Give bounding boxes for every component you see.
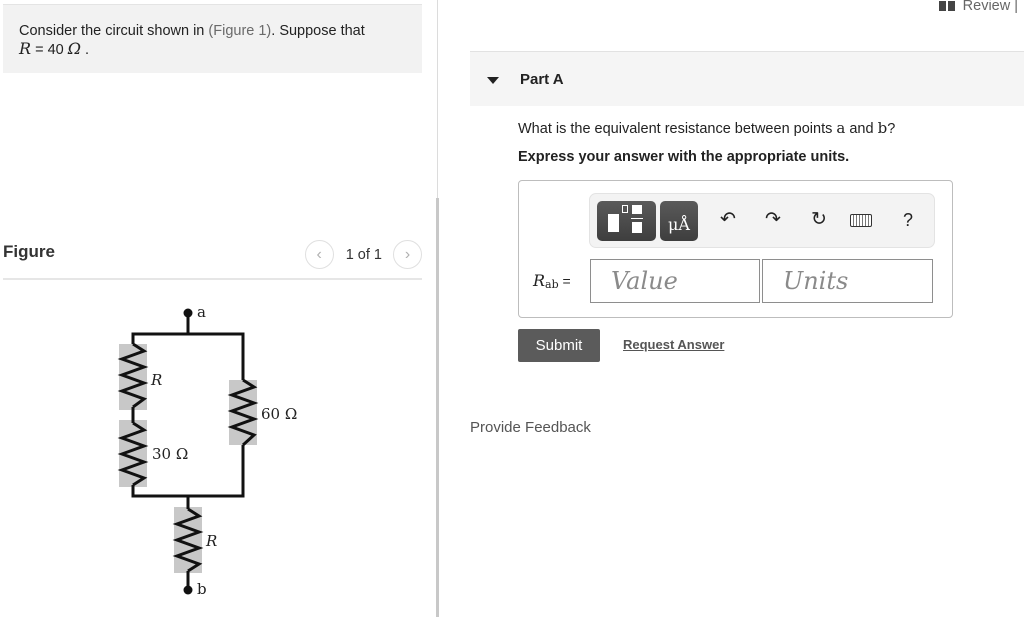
ohm-symbol: Ω xyxy=(67,39,81,58)
problem-text-2: . Suppose that xyxy=(271,23,365,39)
variable-r: R xyxy=(19,39,32,58)
value-input[interactable]: Value xyxy=(590,259,760,303)
request-answer-link[interactable]: Request Answer xyxy=(623,337,725,352)
answer-label: Rab = xyxy=(533,271,571,291)
units-input[interactable]: Units xyxy=(762,259,933,303)
resistor-30-label: 30 Ω xyxy=(152,445,188,463)
problem-statement: Consider the circuit shown in (Figure 1)… xyxy=(3,4,422,73)
provide-feedback-link[interactable]: Provide Feedback xyxy=(470,419,591,436)
templates-button[interactable] xyxy=(597,201,656,241)
submit-button[interactable]: Submit xyxy=(518,329,600,362)
keyboard-icon[interactable] xyxy=(850,214,872,227)
redo-icon[interactable]: ↷ xyxy=(765,209,781,230)
question-prefix: What is the equivalent resistance betwee… xyxy=(518,121,837,137)
figure-pagination: ‹ 1 of 1 › xyxy=(304,240,422,269)
node-a-label: a xyxy=(197,303,206,321)
caret-down-icon[interactable] xyxy=(487,77,499,84)
units-button[interactable]: μÅ xyxy=(660,201,698,241)
math-toolbar: μÅ ↶ ↷ ↻ ? xyxy=(589,193,935,248)
resistor-60-label: 60 Ω xyxy=(261,405,297,423)
part-a-header[interactable]: Part A xyxy=(470,51,1024,106)
period: . xyxy=(81,42,90,58)
problem-text: Consider the circuit shown in xyxy=(19,23,209,39)
resistor-r-bottom-label: R xyxy=(205,532,217,550)
answer-var: R xyxy=(533,271,546,290)
question-text: What is the equivalent resistance betwee… xyxy=(518,119,895,137)
undo-icon[interactable]: ↶ xyxy=(720,209,736,230)
figure-title: Figure xyxy=(3,242,55,261)
book-icon xyxy=(938,1,955,11)
figure-link[interactable]: (Figure 1) xyxy=(208,23,272,39)
review-label: Review | xyxy=(962,0,1018,14)
part-title: Part A xyxy=(520,71,564,88)
figure-counter: 1 of 1 xyxy=(345,246,382,263)
question-suffix: ? xyxy=(887,121,896,137)
next-figure-button[interactable]: › xyxy=(393,240,422,269)
node-b-label: b xyxy=(197,580,207,598)
answer-sub: ab xyxy=(545,278,559,291)
point-b: b xyxy=(877,119,888,137)
pane-scrollbar[interactable] xyxy=(436,198,439,617)
help-icon[interactable]: ? xyxy=(902,210,913,230)
answer-box: μÅ ↶ ↷ ↻ ? Rab = Value Units xyxy=(518,180,953,318)
review-link[interactable]: Review | xyxy=(938,0,1018,14)
chevron-right-icon: › xyxy=(404,245,411,263)
pane-divider xyxy=(437,0,438,198)
reset-icon[interactable]: ↻ xyxy=(811,209,827,230)
prev-figure-button[interactable]: ‹ xyxy=(304,240,334,269)
r-value: = 40 xyxy=(31,42,68,58)
point-a: a xyxy=(836,119,846,137)
units-icon: μÅ xyxy=(668,215,690,234)
instruction-text: Express your answer with the appropriate… xyxy=(518,149,850,165)
resistor-r-upper-label: R xyxy=(150,371,162,389)
equals-sign: = xyxy=(558,273,571,289)
question-mid: and xyxy=(845,121,878,137)
figure-header: Figure ‹ 1 of 1 › xyxy=(3,240,422,280)
circuit-diagram: a b R 30 Ω 60 Ω R xyxy=(117,303,297,598)
chevron-left-icon: ‹ xyxy=(316,245,322,263)
